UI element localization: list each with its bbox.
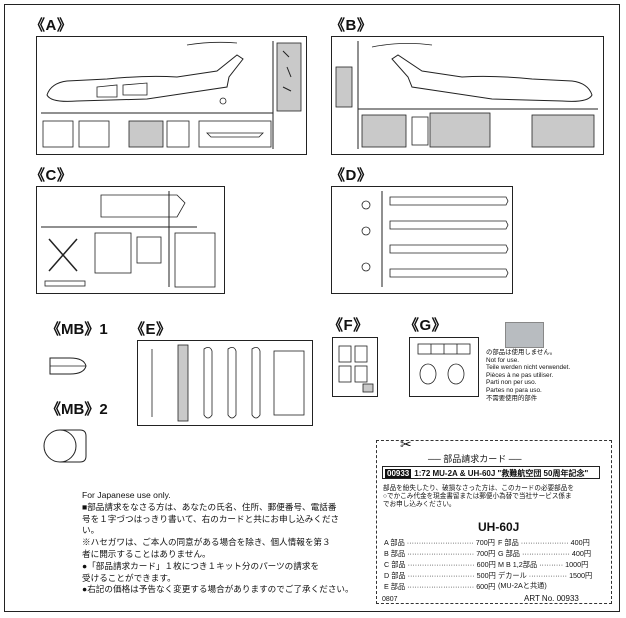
note-line: 不需要使用的部件 [486, 394, 538, 402]
card-footer-code: 0807 [382, 596, 398, 603]
sprue-g [409, 337, 479, 397]
mb1-label: 《MB》1 [46, 321, 108, 338]
mb2-label: 《MB》2 [46, 401, 108, 418]
japanese-use-block: For Japanese use only. ■部品請求をなさる方は、あなたの氏… [82, 490, 382, 596]
japanese-use-heading: For Japanese use only. [82, 490, 171, 500]
scissors-icon: ✂ [400, 436, 412, 452]
sprue-d-drawing [361, 191, 509, 287]
section-b-label: 《B》 [330, 17, 373, 34]
sprue-b-drawing [335, 41, 598, 149]
sprue-e [137, 340, 313, 426]
jp-line: 者に開示することはありません。 [82, 548, 211, 559]
price-part: B 部品 [384, 549, 406, 558]
card-model-name: 1:72 MU-2A & UH-60J "救難航空団 50周年記念" [414, 469, 589, 478]
price-part: M B 1,2部品 [498, 560, 538, 569]
jp-line: 受けることができます。 [82, 572, 176, 583]
price-part: E 部品 [384, 582, 406, 591]
price-value: 1000円 [565, 560, 589, 569]
section-g-label: 《G》 [404, 317, 448, 334]
price-row-g[interactable]: G 部品 ···················· 400円 [498, 549, 592, 558]
price-part: G 部品 [498, 549, 520, 558]
note-line: Not for use. [486, 356, 520, 364]
jp-line: い。 [82, 525, 100, 536]
price-value: 400円 [571, 549, 592, 558]
card-instructions: 部品を紛失したり、破損なさった方は、このカードの必要部品を ○でかこみ代金を現金… [383, 485, 598, 509]
price-value: 600円 [476, 582, 496, 591]
card-code: 00933 [385, 469, 412, 478]
not-for-use-swatch [505, 322, 544, 348]
jp-line: ※ハセガワは、ご本人の同意がある場合を除き、個人情報を第３ [82, 537, 331, 548]
price-row-decal-note: (MU-2Aと共通) [498, 581, 547, 591]
price-value: 600円 [476, 560, 496, 569]
price-part: F 部品 [498, 538, 519, 547]
price-value: 400円 [570, 538, 590, 547]
price-row-e[interactable]: E 部品 ···························· 600円 [384, 582, 496, 591]
art-number: ART No. 00933 [524, 594, 579, 603]
price-part: (MU-2Aと共通) [498, 581, 547, 590]
jp-line: ●「部品請求カード」１枚につき１キット分のパーツの請求を [82, 560, 320, 571]
section-c-label: 《C》 [30, 167, 73, 184]
jp-line: ■部品請求をなさる方は、あなたの氏名、住所、郵便番号、電話番 [82, 501, 337, 512]
price-part: A 部品 [384, 538, 405, 547]
price-part: D 部品 [384, 571, 406, 580]
sprue-f-drawing [338, 345, 374, 393]
card-text-line: でお申し込みください。 [383, 501, 456, 508]
price-row-mb[interactable]: M B 1,2部品 ·········· 1000円 [498, 560, 589, 569]
price-row-b[interactable]: B 部品 ···························· 700円 [384, 549, 496, 558]
price-part: C 部品 [384, 560, 406, 569]
sprue-f [332, 337, 378, 397]
card-text-line: 部品を紛失したり、破損なさった方は、このカードの必要部品を [383, 485, 574, 492]
note-line: Parti non per uso. [486, 379, 537, 387]
price-value: 700円 [476, 549, 496, 558]
sprue-b [331, 36, 604, 155]
note-line: Teile werden nicht verwendet. [486, 364, 571, 372]
page-border [4, 4, 620, 612]
section-a-label: 《A》 [30, 17, 73, 34]
parts-order-card[interactable] [376, 440, 612, 604]
card-text-line: ○でかこみ代金を現金書留または郵便小為替で当社サービス係ま [383, 493, 572, 500]
note-line: の部品は使用しません。 [486, 349, 557, 356]
sprue-a [36, 36, 307, 155]
sprue-c [36, 186, 225, 294]
section-e-label: 《E》 [130, 321, 172, 338]
note-line: Partes no para uso. [486, 386, 542, 394]
sprue-g-drawing [417, 343, 471, 385]
note-line: Pièces à ne pas utiliser. [486, 371, 554, 379]
sprue-c-drawing [41, 191, 216, 288]
section-d-label: 《D》 [330, 167, 373, 184]
sprue-a-drawing [41, 41, 302, 149]
mb2-part [43, 429, 87, 463]
sprue-e-drawing [151, 344, 305, 422]
price-row-decal[interactable]: デカール ················ 1500円 [498, 571, 593, 580]
sprue-d [331, 186, 513, 294]
price-row-a[interactable]: A 部品 ···························· 700円 [384, 538, 495, 547]
card-subject: UH-60J [478, 520, 520, 534]
price-row-c[interactable]: C 部品 ···························· 600円 [384, 560, 496, 569]
mb1-part [49, 357, 87, 375]
price-value: 700円 [475, 538, 495, 547]
price-value: 500円 [476, 571, 496, 580]
jp-line: ●右記の価格は予告なく変更する場合がありますのでご了承ください。 [82, 584, 354, 595]
card-title: ── 部品請求カード ── [428, 454, 522, 464]
section-f-label: 《F》 [328, 317, 369, 334]
jp-line: 号を１字づつはっきり書いて、右のカードと共にお申し込みくださ [82, 513, 340, 524]
price-row-f[interactable]: F 部品 ···················· 400円 [498, 538, 590, 547]
price-row-d[interactable]: D 部品 ···························· 500円 [384, 571, 496, 580]
price-part: デカール [498, 571, 527, 580]
price-value: 1500円 [569, 571, 593, 580]
not-for-use-notes: の部品は使用しません。 Not for use. Teile werden ni… [486, 349, 570, 402]
